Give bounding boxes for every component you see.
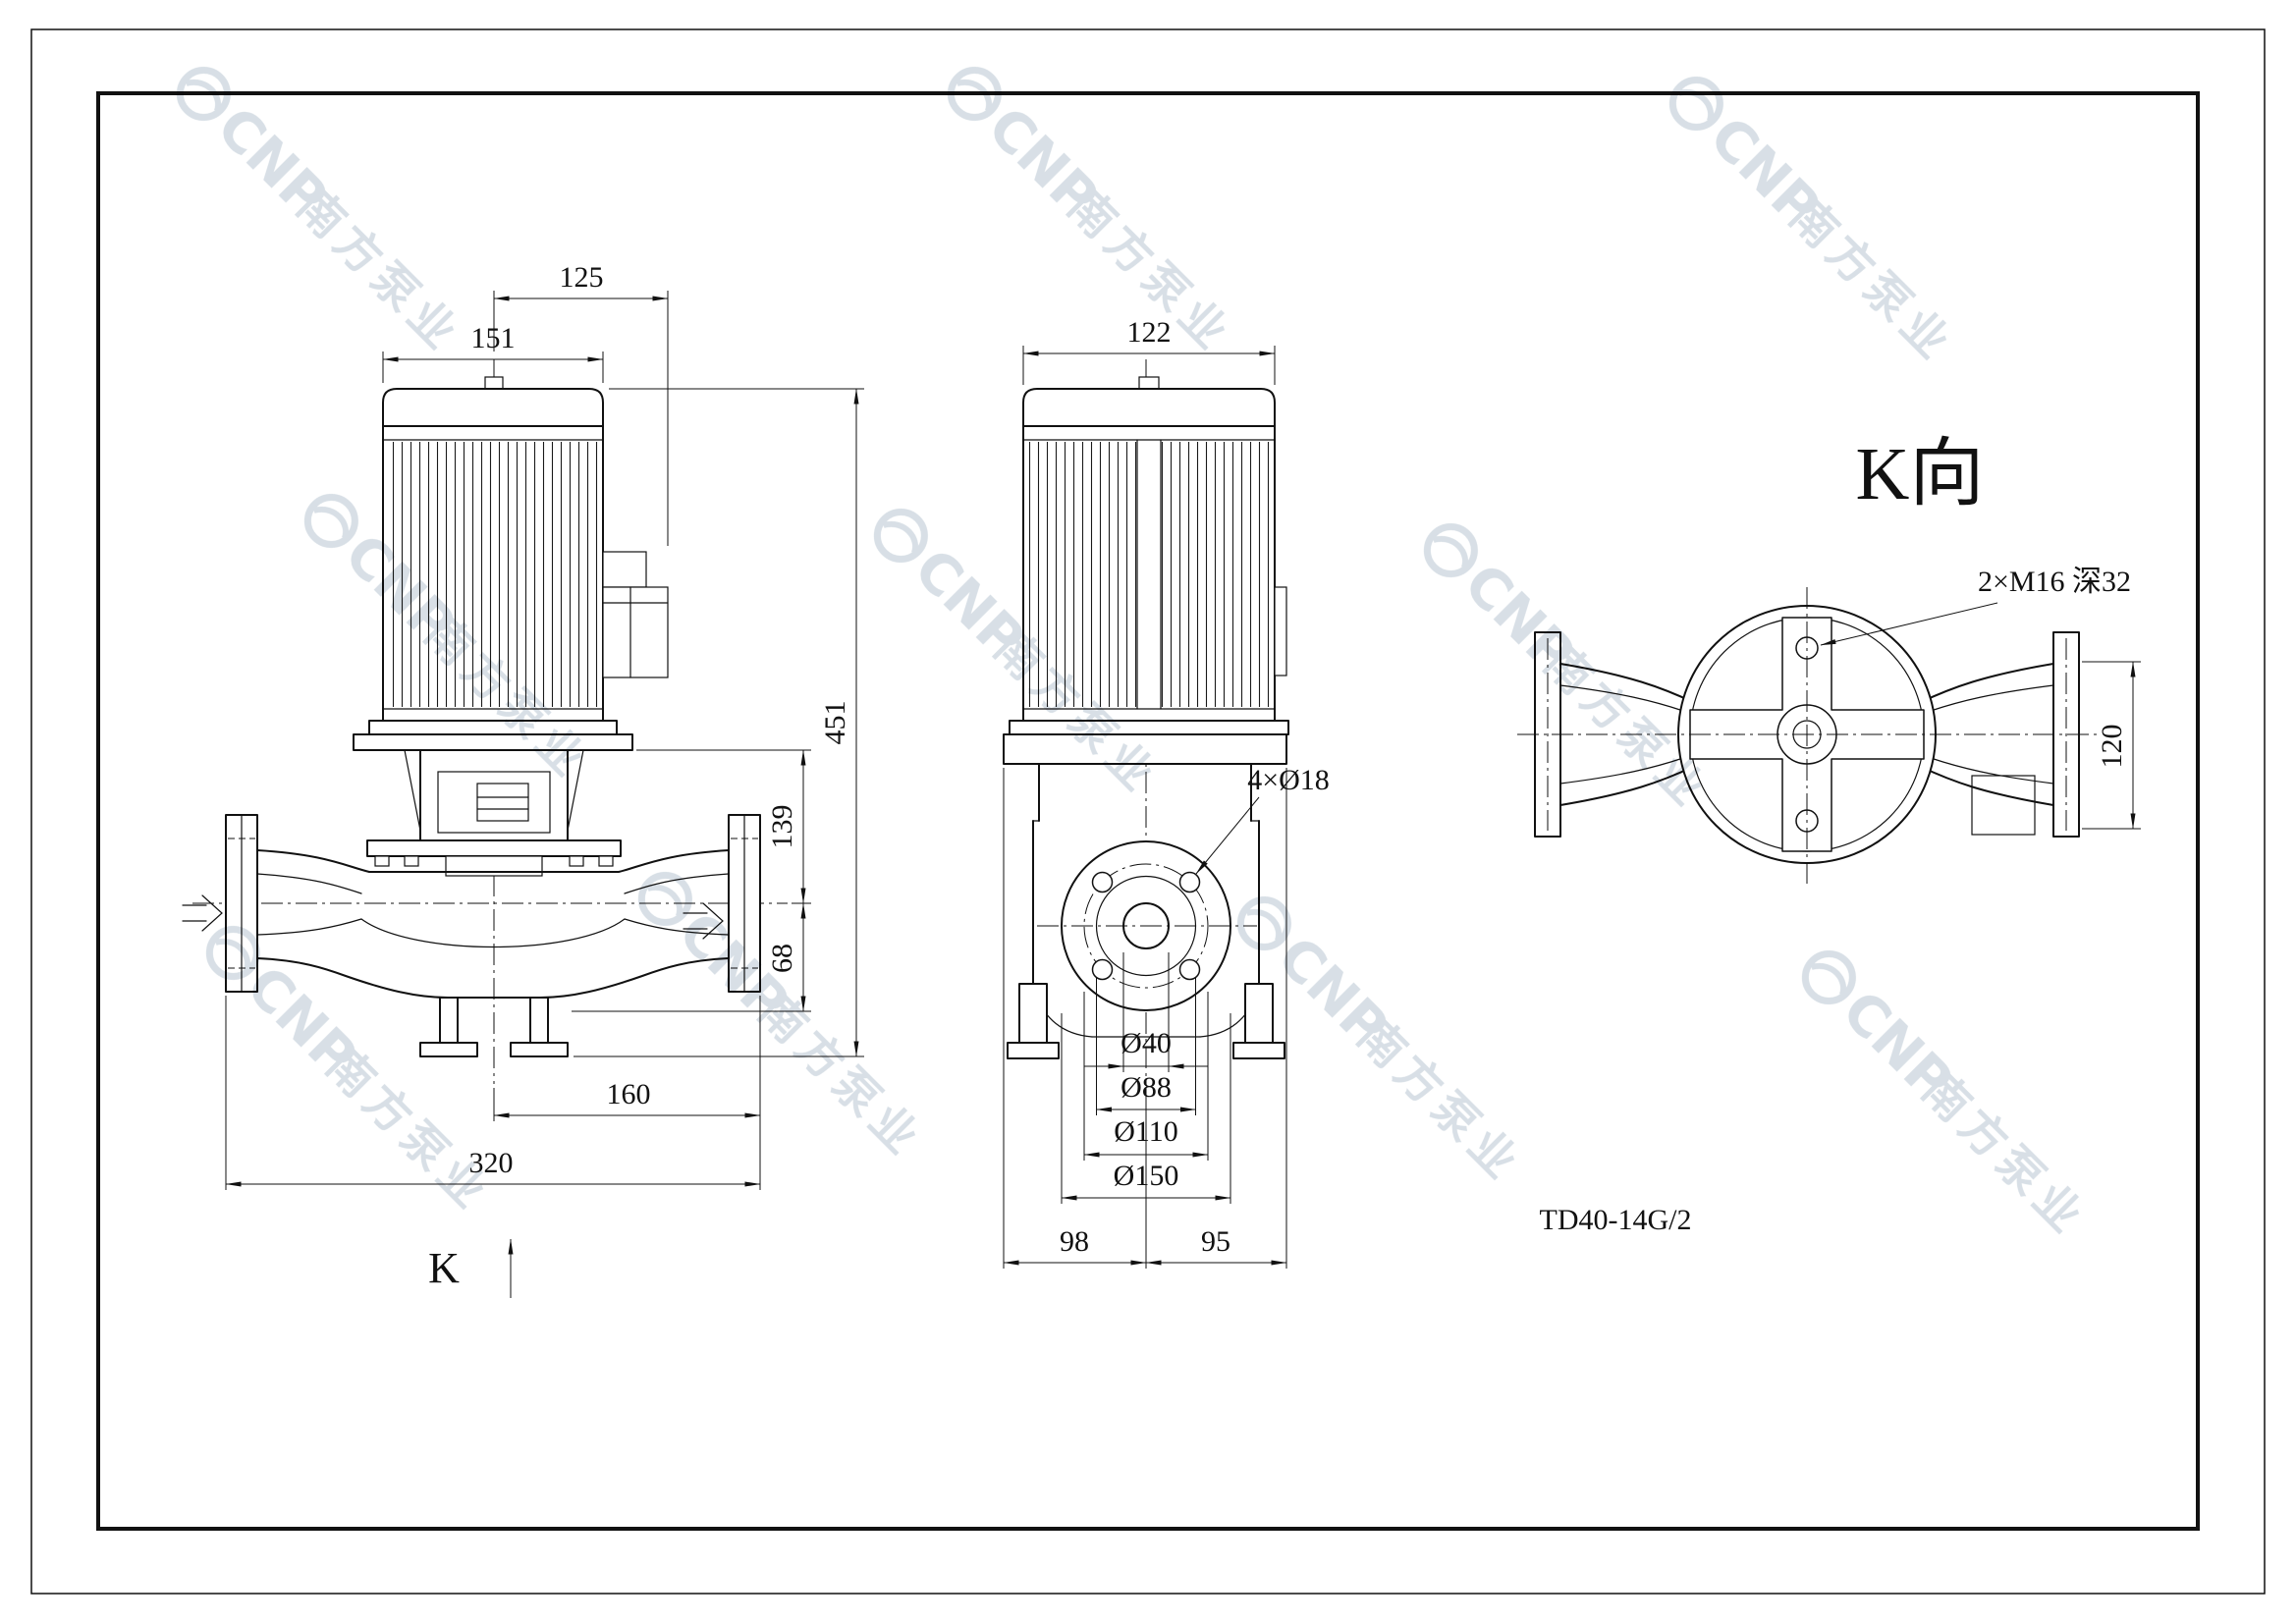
side-view: 4×Ø18 122 Ø40 Ø88 Ø110	[1003, 316, 1330, 1269]
k-view-arrow-label: K	[428, 1244, 460, 1292]
border-frame	[30, 28, 2266, 1595]
dim-98-95: 98 95	[1003, 768, 1287, 1269]
watermark: CNP 南方泵业	[947, 66, 1242, 363]
bolt-hole	[1091, 871, 1114, 893]
watermark: CNP 南方泵业	[1423, 522, 1719, 820]
cnp-logo-icon	[205, 925, 260, 980]
terminal-box-top-view	[1971, 775, 2036, 836]
dim-139: 139	[636, 749, 811, 904]
dim-120: 120	[2082, 661, 2141, 830]
dim-139-text: 139	[766, 805, 798, 849]
cnp-logo-icon	[176, 66, 231, 121]
dim-151-text: 151	[471, 322, 516, 354]
side-motor	[1003, 376, 1289, 765]
watermark-company: 南方泵业	[1779, 189, 1964, 373]
dim-125-text: 125	[560, 261, 604, 294]
cnp-logo-icon	[947, 66, 1002, 121]
view-direction-k: K	[428, 1238, 514, 1298]
inner-border	[96, 91, 2200, 1531]
front-motor-stool	[404, 749, 584, 841]
front-motor	[353, 376, 669, 751]
terminal-box-edge	[1274, 586, 1287, 676]
front-pump-top-flange	[366, 839, 622, 877]
bolt-hole	[1178, 958, 1201, 981]
front-feet	[419, 997, 569, 1057]
front-pump-casing	[225, 814, 761, 999]
dim-122: 122	[1022, 316, 1276, 385]
cnp-logo-icon	[1801, 949, 1856, 1004]
dim-120-text: 120	[2096, 725, 2128, 769]
watermark-company: 南方泵业	[287, 179, 471, 363]
cnp-logo-icon	[303, 493, 358, 548]
dim-451: 451	[574, 388, 864, 1057]
watermark: CNP 南方泵业	[176, 66, 471, 363]
dim-68: 68	[572, 902, 811, 1012]
watermark: CNP 南方泵业	[637, 871, 933, 1168]
cnp-logo-icon	[1423, 522, 1478, 577]
callout-bolt-holes: 4×Ø18	[1195, 764, 1330, 875]
dim-95-text: 95	[1201, 1225, 1230, 1258]
cnp-logo-icon	[873, 508, 928, 563]
bolt-circle	[1083, 863, 1209, 989]
bolt-hole	[1178, 871, 1201, 893]
watermark-company: 南方泵业	[748, 984, 933, 1168]
motor-fan-cover	[382, 388, 604, 427]
k-volute-top	[1517, 587, 2097, 884]
cnp-logo-icon	[1668, 76, 1723, 131]
support-plate	[1003, 733, 1287, 765]
dim-160: 160	[493, 996, 761, 1121]
lifting-lug	[484, 376, 504, 390]
watermark-company: 南方泵业	[1347, 1008, 1532, 1193]
k-view: K向	[1517, 433, 2141, 884]
terminal-box-top	[602, 551, 647, 588]
dim-98-text: 98	[1060, 1225, 1089, 1258]
dim-320-text: 320	[469, 1147, 514, 1179]
front-view: 125 151 451 139 68 160	[182, 261, 864, 1298]
lifting-lug	[1138, 376, 1160, 390]
dim-68-text: 68	[766, 944, 798, 973]
watermark: CNP 南方泵业	[1801, 949, 2097, 1247]
watermark-company: 南方泵业	[316, 1038, 501, 1222]
dim-d40-text: Ø40	[1121, 1027, 1172, 1059]
dim-320: 320	[225, 996, 761, 1190]
watermark: CNP 南方泵业	[1668, 76, 1964, 373]
dim-160-text: 160	[607, 1078, 651, 1110]
cnp-logo-icon	[1236, 895, 1291, 950]
cnp-logo-icon	[637, 871, 692, 926]
tapped-holes-callout-text: 2×M16 深32	[1978, 566, 2131, 598]
dim-d40: Ø40	[1084, 952, 1208, 1072]
model-label: TD40-14G/2	[1540, 1204, 1692, 1236]
bolt-holes-callout-text: 4×Ø18	[1247, 764, 1330, 796]
nameplate	[476, 783, 529, 822]
dim-125: 125	[493, 261, 669, 546]
bolt-hole	[1091, 958, 1114, 981]
callout-tapped-holes: 2×M16 深32	[1820, 566, 2131, 646]
dim-451-text: 451	[819, 701, 851, 745]
terminal-box	[602, 586, 669, 678]
dim-122-text: 122	[1127, 316, 1172, 349]
motor-fan-cover	[1022, 388, 1276, 427]
flow-arrow-in-icon	[182, 894, 223, 932]
motor-ribs	[387, 442, 599, 707]
k-view-title: K向	[1856, 433, 1985, 515]
dim-151: 151	[382, 322, 604, 383]
watermark-company: 南方泵业	[1912, 1062, 2097, 1247]
suction-flange-face	[1037, 840, 1257, 1011]
outer-border	[30, 28, 2266, 1595]
